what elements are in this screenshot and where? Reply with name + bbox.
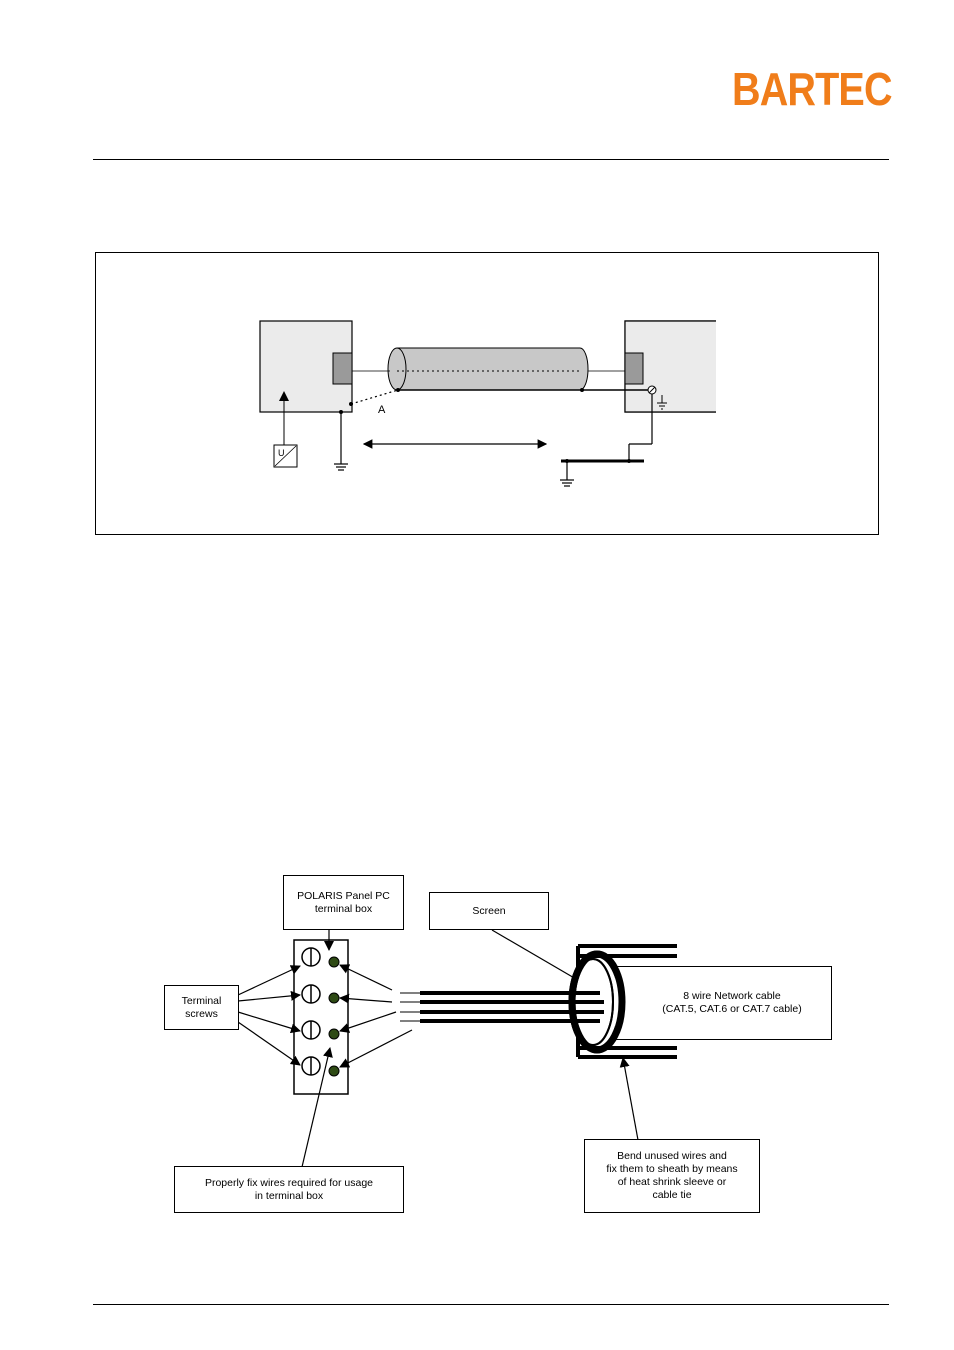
footer-rule (93, 1304, 889, 1305)
